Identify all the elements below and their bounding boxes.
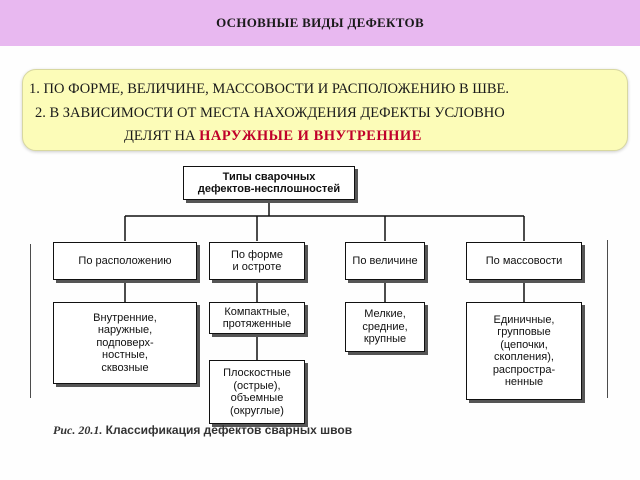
info-box: 1. ПО ФОРМЕ, ВЕЛИЧИНЕ, МАССОВОСТИ И РАСП… — [22, 69, 628, 151]
caption-number: Рис. 20.1. — [53, 423, 103, 437]
info-line-2: 2. В ЗАВИСИМОСТИ ОТ МЕСТА НАХОЖДЕНИЯ ДЕФ… — [35, 105, 505, 121]
info-highlight: НАРУЖНЫЕ И ВНУТРЕННИЕ — [199, 128, 422, 144]
category-form: По форме и остроте — [209, 242, 305, 280]
figure-caption: Рис. 20.1. Классификация дефектов сварны… — [53, 423, 352, 438]
root-box: Типы сварочных дефектов-несплошностей — [183, 166, 355, 200]
connector-lines — [30, 200, 608, 398]
info-line-3-prefix: ДЕЛЯТ НА — [124, 128, 200, 144]
caption-text: Классификация дефектов сварных швов — [102, 423, 353, 437]
info-line-1: 1. ПО ФОРМЕ, ВЕЛИЧИНЕ, МАССОВОСТИ И РАСП… — [29, 81, 510, 97]
slide-title: ОСНОВНЫЕ ВИДЫ ДЕФЕКТОВ — [216, 15, 424, 30]
leaf-form-planar: Плоскостные (острые), объемные (округлые… — [209, 360, 305, 424]
info-line-3: ДЕЛЯТ НА НАРУЖНЫЕ И ВНУТРЕННИЕ — [124, 128, 422, 145]
defect-classification-diagram: Типы сварочных дефектов-несплошностей По… — [30, 158, 608, 424]
slide-header: ОСНОВНЫЕ ВИДЫ ДЕФЕКТОВ — [0, 0, 640, 46]
category-size: По величине — [345, 242, 425, 280]
leaf-mass: Единичные, групповые (цепочки, скопления… — [466, 302, 582, 400]
leaf-size: Мелкие, средние, крупные — [345, 302, 425, 352]
category-mass: По массовости — [466, 242, 582, 280]
category-location: По расположению — [53, 242, 197, 280]
leaf-location: Внутренние, наружные, подповерх- ностные… — [53, 302, 197, 384]
leaf-form-compact: Компактные, протяженные — [209, 302, 305, 334]
